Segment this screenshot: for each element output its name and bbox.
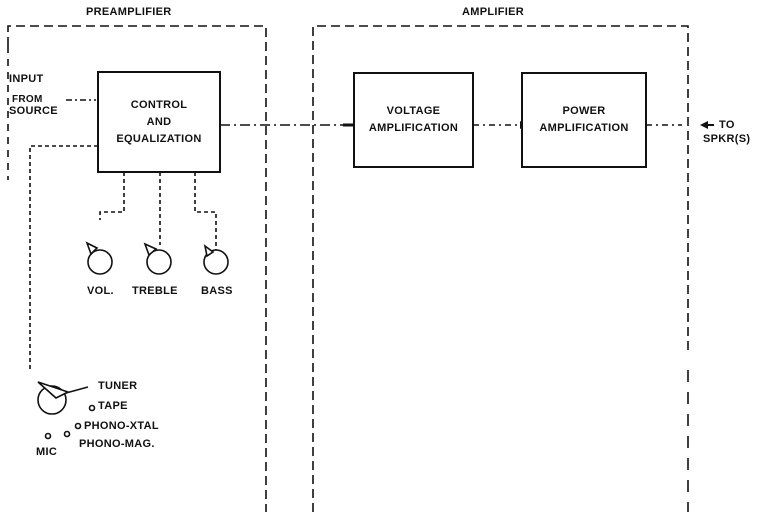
bass-label: BASS <box>201 285 233 297</box>
output-arrow <box>700 121 708 129</box>
volume-link-line <box>99 172 125 220</box>
power-block-line1: POWER <box>562 105 606 117</box>
treble-knob <box>146 249 172 275</box>
amplifier-heading: AMPLIFIER <box>462 6 524 18</box>
selector-option-tuner: TUNER <box>98 380 138 392</box>
treble-label: TREBLE <box>132 285 178 297</box>
preamplifier-boundary <box>7 25 267 512</box>
control-block-line3: EQUALIZATION <box>116 132 202 145</box>
power-amplification-block: POWER AMPLIFICATION <box>521 72 647 168</box>
voltage-block-line1: VOLTAGE <box>386 105 441 117</box>
selector-contact-phono-mag <box>63 430 71 438</box>
selector-arm <box>65 386 89 394</box>
selector-option-phono-mag: PHONO-MAG. <box>79 438 155 450</box>
treble-knob-pointer <box>143 242 158 257</box>
preamplifier-heading: PREAMPLIFIER <box>86 6 172 18</box>
selector-link-line <box>29 145 98 372</box>
amplifier-boundary <box>312 25 689 512</box>
voltage-block-line2: AMPLIFICATION <box>368 122 459 134</box>
selector-pointer <box>37 381 71 399</box>
input-label-line3: SOURCE <box>9 105 58 117</box>
input-label-line2: FROM <box>12 94 43 105</box>
selector-option-tape: TAPE <box>98 400 128 412</box>
power-block-line2: AMPLIFICATION <box>539 122 629 134</box>
output-label-line2: SPKR(S) <box>703 133 751 145</box>
selector-option-mic: MIC <box>36 446 58 458</box>
control-block-line1: CONTROL <box>130 98 188 111</box>
control-block-line2: AND <box>146 115 172 128</box>
control-equalization-block: CONTROL AND EQUALIZATION <box>97 71 221 173</box>
input-label-line1: INPUT <box>9 73 44 85</box>
selector-option-phono-xtal: PHONO-XTAL <box>84 420 159 432</box>
selector-contact-phono-xtal <box>74 422 82 430</box>
bass-link-line <box>194 172 217 250</box>
selector-contact-mic <box>44 432 52 440</box>
volume-label: VOL. <box>87 285 114 297</box>
selector-contact-tape <box>88 404 96 412</box>
bass-knob <box>203 249 229 275</box>
bass-knob-pointer <box>203 244 215 258</box>
output-label-line1: TO <box>719 119 735 131</box>
volume-knob-pointer <box>85 241 99 256</box>
volume-knob <box>87 249 113 275</box>
voltage-amplification-block: VOLTAGE AMPLIFICATION <box>353 72 474 168</box>
